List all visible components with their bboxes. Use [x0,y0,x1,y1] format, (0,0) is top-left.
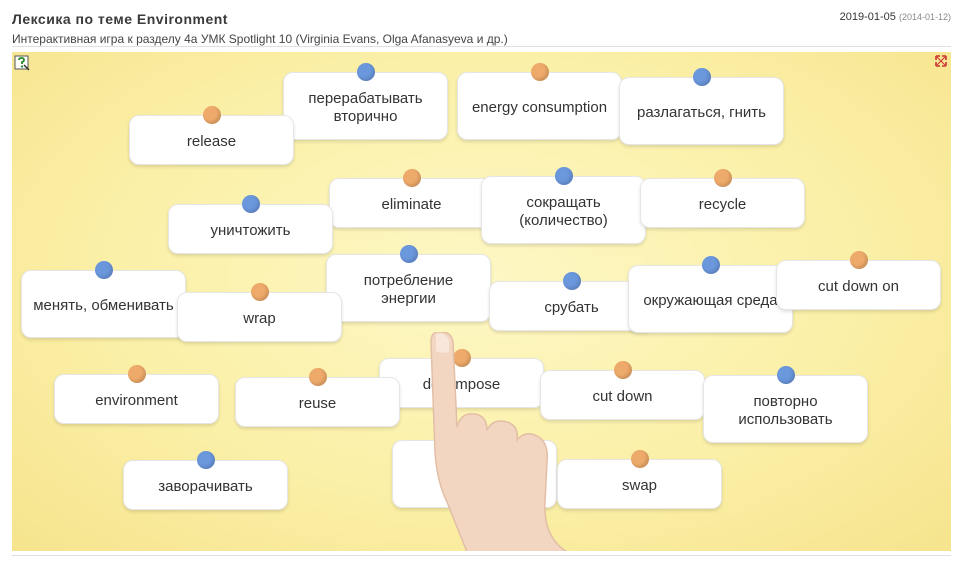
card-label: перерабатывать вторично [308,90,423,125]
card-label: recycle [698,196,747,213]
word-card[interactable]: eliminate [329,169,494,228]
card-label: wrap [243,310,276,327]
pin-icon [356,63,375,81]
pin-icon [452,349,471,367]
card-label: decompose [422,376,501,393]
pin-icon [399,245,418,263]
updated-date: (2014-01-12) [898,12,951,22]
word-card[interactable]: recycle [640,169,805,228]
card-label: release [186,133,237,150]
word-card[interactable]: окружающая среда [628,256,793,333]
word-card[interactable]: менять, обменивать [21,261,186,338]
pin-icon [241,195,260,213]
word-card[interactable]: сокращать (количество) [481,167,646,244]
word-card[interactable]: уничтожить [168,195,333,254]
word-card[interactable]: разлагаться, гнить [619,68,784,145]
card-label: повторно использовать [738,393,833,428]
pin-icon [127,365,146,383]
created-date: 2019-01-05 [839,11,896,23]
word-card[interactable]: release [129,106,294,165]
word-card[interactable]: swap [557,450,722,509]
card-label: eliminate [381,196,442,213]
game-board: перерабатывать вторично energy consumpti… [12,52,951,551]
word-card[interactable]: перерабатывать вторично [283,63,448,140]
page-title: Лексика по теме Environment [12,11,228,27]
pin-icon [776,366,795,384]
card-label: cut down [592,388,653,405]
word-card[interactable]: cut down on [776,251,941,310]
word-card[interactable]: energy consumption [457,63,622,140]
card-label: уничтожить [210,222,291,239]
word-card[interactable]: environment [54,365,219,424]
date-info: 2019-01-05 (2014-01-12) [840,11,951,23]
pin-icon [402,169,421,187]
card-label: cut down on [818,278,899,295]
word-card[interactable]: потребление энергии [326,245,491,322]
word-card[interactable]: заворачивать [123,451,288,510]
header: Лексика по теме Environment Интерактивна… [12,8,951,48]
help-icon[interactable] [14,55,30,71]
pin-icon [554,167,573,185]
word-card[interactable]: wrap [177,283,342,342]
pin-icon [701,256,720,274]
word-card[interactable]: cut down [540,361,705,420]
card-label: заворачивать [158,478,253,495]
card-label: срубать [544,299,599,316]
card-label: разлагаться, гнить [637,104,766,121]
pin-icon [849,251,868,269]
word-card[interactable]: decompose [379,349,544,408]
pin-icon [562,272,581,290]
card-label: менять, обменивать [33,297,174,314]
page-subtitle: Интерактивная игра к разделу 4a УМК Spot… [12,32,508,46]
word-card[interactable]: срубать [489,272,654,331]
fullscreen-icon[interactable] [935,55,947,67]
word-card[interactable] [392,431,557,508]
header-divider [12,46,951,47]
pin-icon [530,63,549,81]
card-label: сокращать (количество) [519,194,608,229]
pin-icon [94,261,113,279]
pin-icon [308,368,327,386]
card-label: reuse [298,395,337,412]
pin-icon [202,106,221,124]
pin-icon [713,169,732,187]
card-label: swap [621,477,658,494]
card-label: окружающая среда [643,292,778,309]
pin-icon [613,361,632,379]
pin-icon [250,283,269,301]
pin-icon [692,68,711,86]
card-label: потребление энергии [363,272,454,307]
word-card[interactable]: reuse [235,368,400,427]
card-label: environment [95,392,178,409]
board-bottom-divider [12,555,951,556]
card-label: energy consumption [471,99,608,116]
pin-icon [465,431,484,449]
word-card[interactable]: повторно использовать [703,366,868,443]
pin-icon [630,450,649,468]
pin-icon [196,451,215,469]
